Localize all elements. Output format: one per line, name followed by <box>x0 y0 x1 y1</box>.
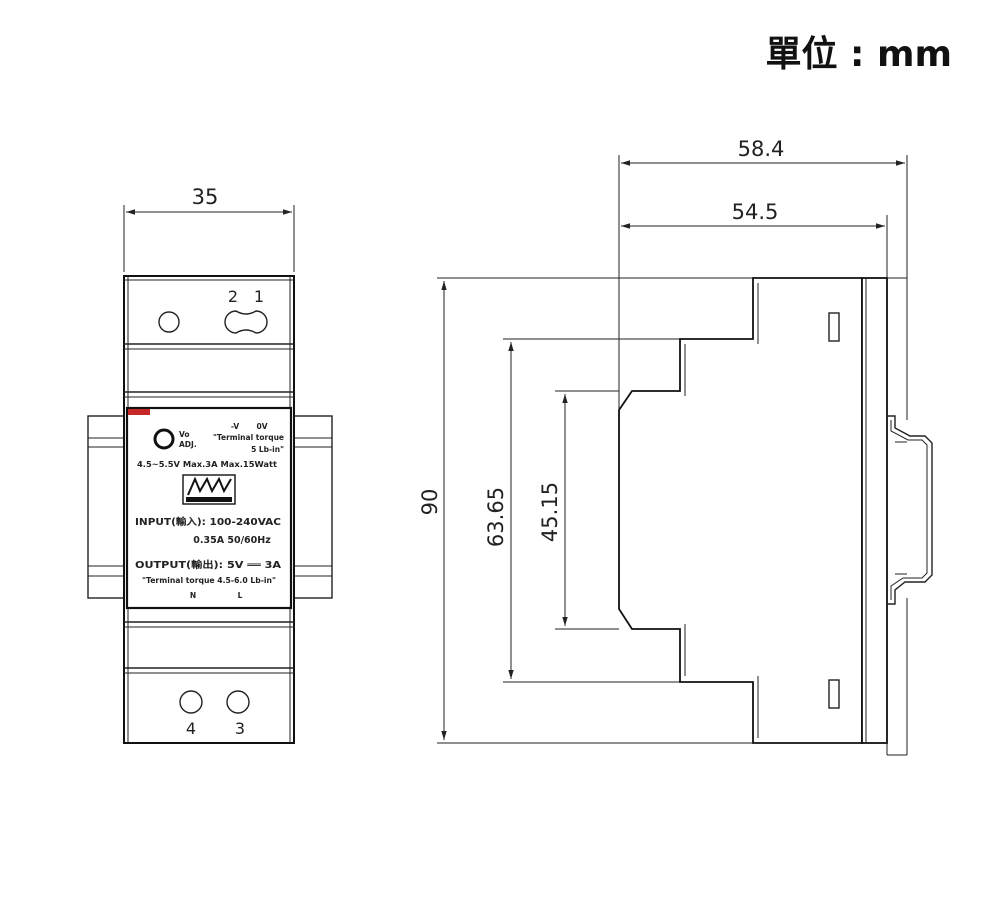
side-body-profile <box>618 277 863 744</box>
label-terminal-torque-bottom: "Terminal torque 4.5-6.0 Lb-in" <box>142 576 276 585</box>
side-body-depth-dimension: 54.5 <box>732 200 779 224</box>
terminal-number-4: 4 <box>186 719 196 738</box>
din-clip <box>887 415 933 605</box>
label-zero-v: 0V <box>256 422 267 431</box>
front-width-dimension: 35 <box>192 185 219 209</box>
side-view: 58.4 54.5 90 63.65 45.15 <box>418 137 933 756</box>
terminal-number-2: 2 <box>228 287 238 306</box>
meanwell-logo-icon <box>182 474 236 505</box>
label-minus-v: -V <box>231 422 240 431</box>
vo-adjust-knob-icon <box>153 428 175 450</box>
side-vent-slot-top <box>828 312 840 342</box>
label-n: N <box>190 591 196 600</box>
label-vo: Vo <box>179 430 190 439</box>
product-label: Vo ADJ. -V 0V "Terminal torque 5 Lb-in" … <box>125 406 293 610</box>
bottom-terminal-hole-3 <box>226 690 250 714</box>
label-input-line: INPUT(輸入): 100-240VAC <box>135 516 281 528</box>
label-l: L <box>238 591 243 600</box>
side-vent-slot-bottom <box>828 679 840 709</box>
terminal-number-3: 3 <box>235 719 245 738</box>
label-terminal-torque-top-1: "Terminal torque <box>213 433 284 442</box>
unit-label: 單位 : mm <box>766 34 953 75</box>
top-terminal-double-hole <box>224 310 268 334</box>
label-input-line-2: 0.35A 50/60Hz <box>193 535 271 546</box>
label-terminal-torque-top-2: 5 Lb-in" <box>251 445 284 454</box>
terminal-number-1: 1 <box>254 287 264 306</box>
bottom-terminal-hole-4 <box>179 690 203 714</box>
label-specs-line: 4.5~5.5V Max.3A Max.15Watt <box>137 460 277 469</box>
side-inner-step-dimension: 45.15 <box>538 482 562 542</box>
front-view: 35 2 1 4 3 <box>87 185 333 744</box>
side-height-dimension: 90 <box>418 489 442 516</box>
label-adj: ADJ. <box>179 440 197 449</box>
side-total-depth-dimension: 58.4 <box>738 137 785 161</box>
top-screw-hole <box>158 311 180 333</box>
side-outer-step-dimension: 63.65 <box>484 487 508 547</box>
label-output-line: OUTPUT(輸出): 5V ══ 3A <box>135 559 282 571</box>
